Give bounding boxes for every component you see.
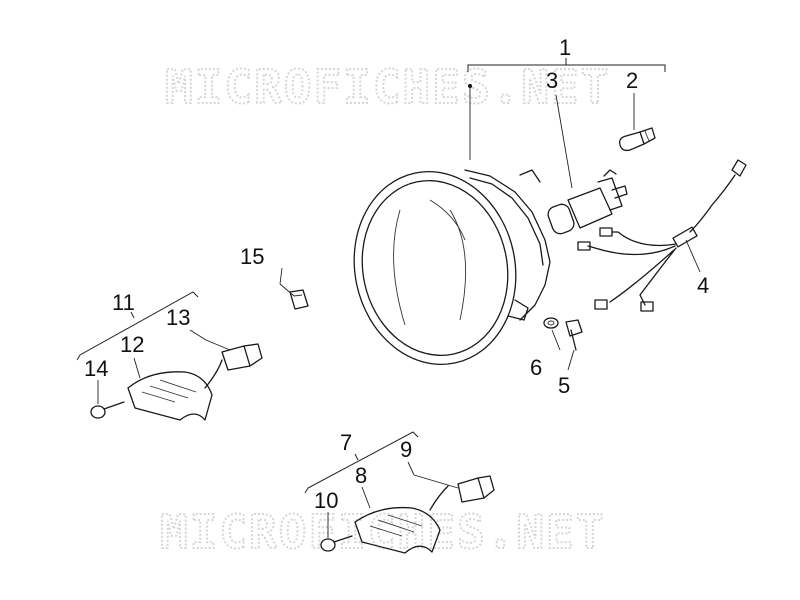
watermark-top: MICROFICHES.NET	[165, 60, 610, 114]
leader-lines	[97, 86, 701, 538]
callout-7: 7	[340, 430, 352, 455]
callout-4: 4	[697, 273, 709, 298]
turn-signal-upper	[127, 343, 263, 421]
callout-8: 8	[355, 463, 367, 488]
turn-signal-lower-screw	[320, 535, 353, 552]
callout-10: 10	[314, 488, 338, 513]
watermark-bottom: MICROFICHES.NET	[160, 505, 605, 559]
headlamp-bulb	[547, 169, 628, 235]
callout-5: 5	[558, 373, 570, 398]
callout-14: 14	[84, 356, 108, 381]
callout-9: 9	[400, 437, 412, 462]
callout-13: 13	[166, 305, 190, 330]
callout-2: 2	[626, 68, 638, 93]
turn-signal-lower	[354, 475, 495, 554]
headlamp-screw	[565, 319, 583, 351]
callout-6: 6	[530, 355, 542, 380]
callout-11: 11	[112, 290, 135, 315]
group-bracket-7	[304, 431, 419, 494]
callout-15: 15	[240, 244, 264, 269]
callout-1: 1	[559, 35, 571, 60]
callout-3: 3	[546, 68, 558, 93]
group-bracket-11	[76, 291, 199, 361]
clip-nut	[289, 289, 309, 310]
turn-signal-upper-screw	[90, 401, 125, 419]
callout-12: 12	[120, 332, 144, 357]
headlamp-unit	[353, 169, 551, 365]
washer	[543, 317, 559, 329]
pilot-bulb	[618, 127, 656, 152]
wiring-harness	[577, 159, 747, 312]
